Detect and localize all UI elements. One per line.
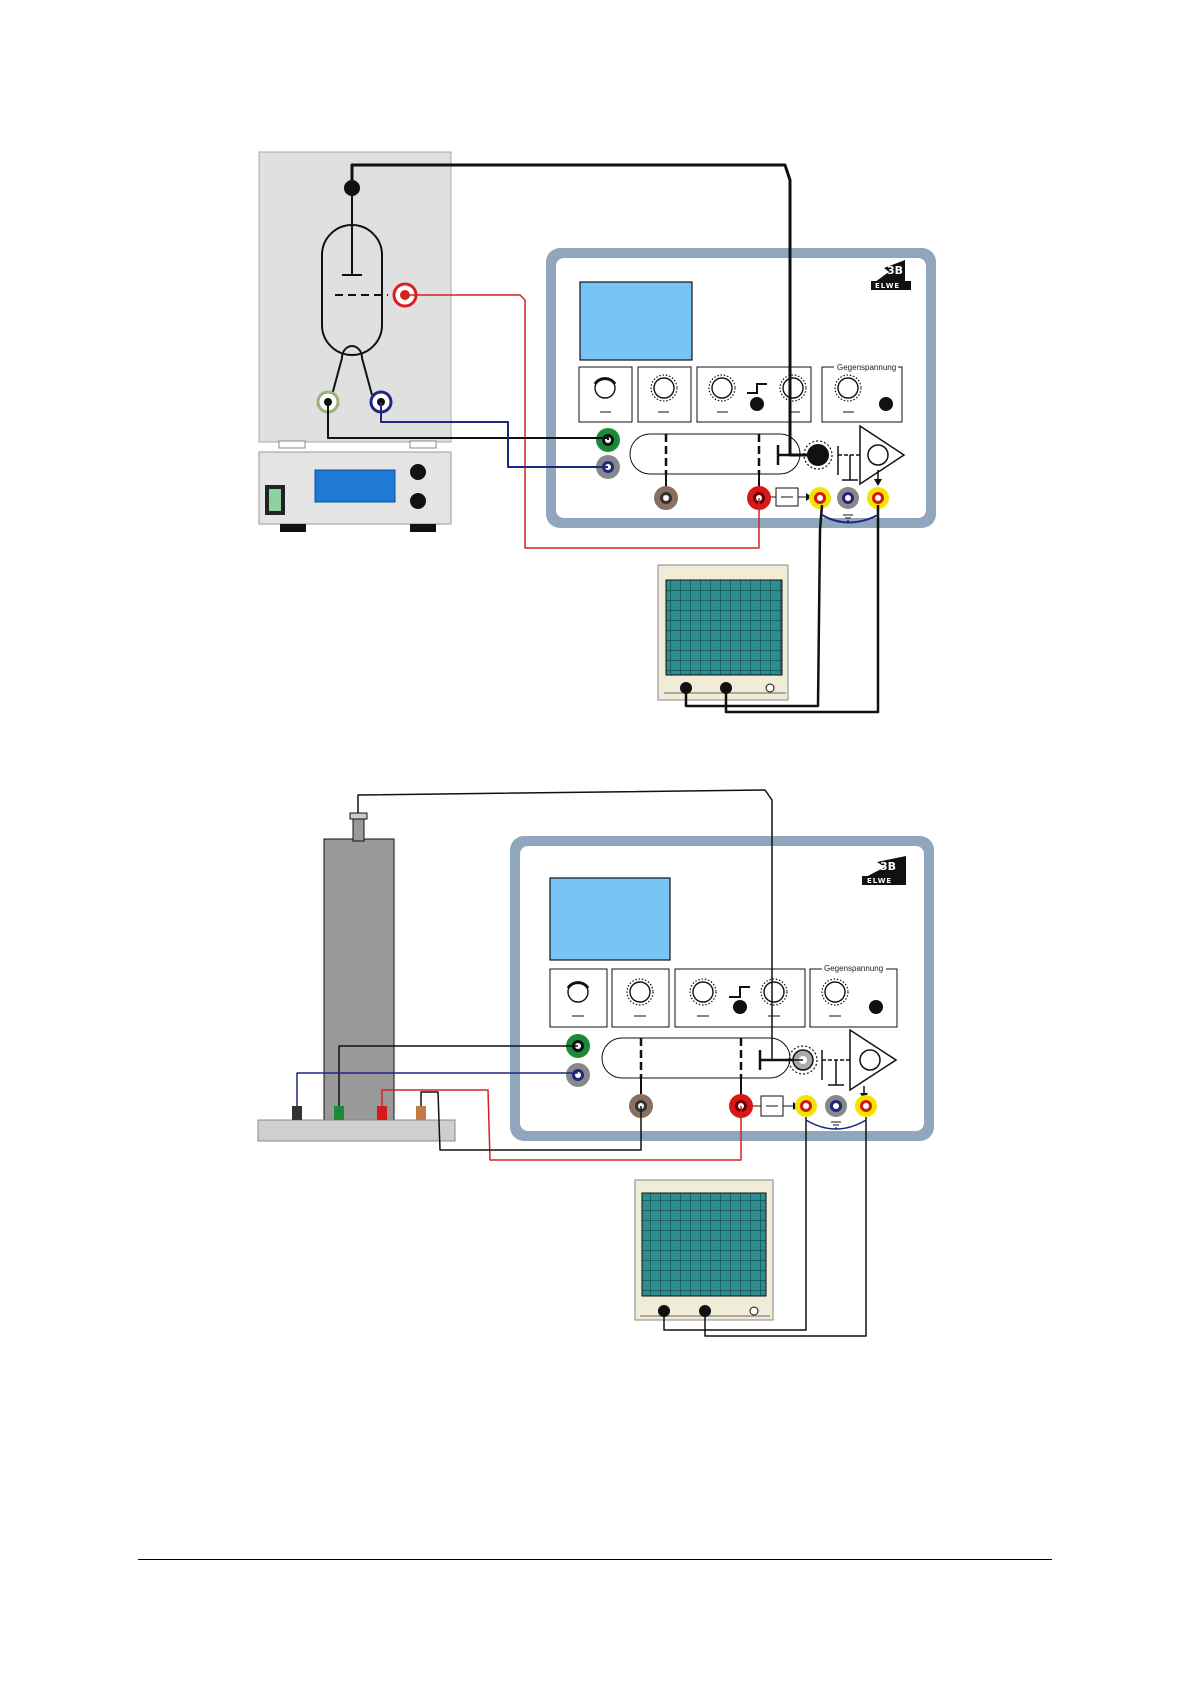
heater-power-supply — [259, 452, 451, 532]
mode-button[interactable] — [750, 397, 764, 411]
knob[interactable] — [595, 378, 615, 398]
oven — [324, 839, 394, 1121]
plug-green[interactable] — [334, 1106, 344, 1120]
oscilloscope — [658, 565, 788, 700]
oscilloscope — [635, 1180, 773, 1320]
countervoltage-label: Gegenspannung — [837, 363, 896, 372]
figure-1-setup: ELWE 3B Gegenspannung — [259, 152, 936, 712]
oven-connector[interactable] — [353, 817, 364, 841]
knob[interactable] — [568, 982, 588, 1002]
control-unit: ELWE 3B Gegenspannung — [546, 248, 936, 528]
control-unit: ELWE 3B Gegenspannung — [510, 836, 934, 1141]
brand-name: ELWE — [867, 877, 892, 885]
panel-display — [580, 282, 692, 360]
plug-red[interactable] — [377, 1106, 387, 1120]
tube-holder-board — [259, 152, 451, 442]
oven-base — [258, 1120, 455, 1141]
plug-dark[interactable] — [292, 1106, 302, 1120]
mode-button[interactable] — [869, 1000, 883, 1014]
supply-socket[interactable] — [410, 464, 426, 480]
supply-socket[interactable] — [410, 493, 426, 509]
brand-mark: 3B — [880, 860, 896, 873]
countervoltage-label: Gegenspannung — [824, 964, 883, 973]
figure-2-setup: ELWE 3B Gegenspannung — [258, 790, 934, 1336]
footer-rule — [138, 1559, 1052, 1560]
mode-button[interactable] — [879, 397, 893, 411]
scope-screen — [642, 1193, 766, 1296]
brand-name: ELWE — [875, 282, 900, 290]
panel-display — [550, 878, 670, 960]
supply-display — [315, 470, 395, 502]
mode-button[interactable] — [733, 1000, 747, 1014]
brand-mark: 3B — [887, 264, 903, 277]
scope-screen — [666, 580, 782, 675]
plug-brown[interactable] — [416, 1106, 426, 1120]
